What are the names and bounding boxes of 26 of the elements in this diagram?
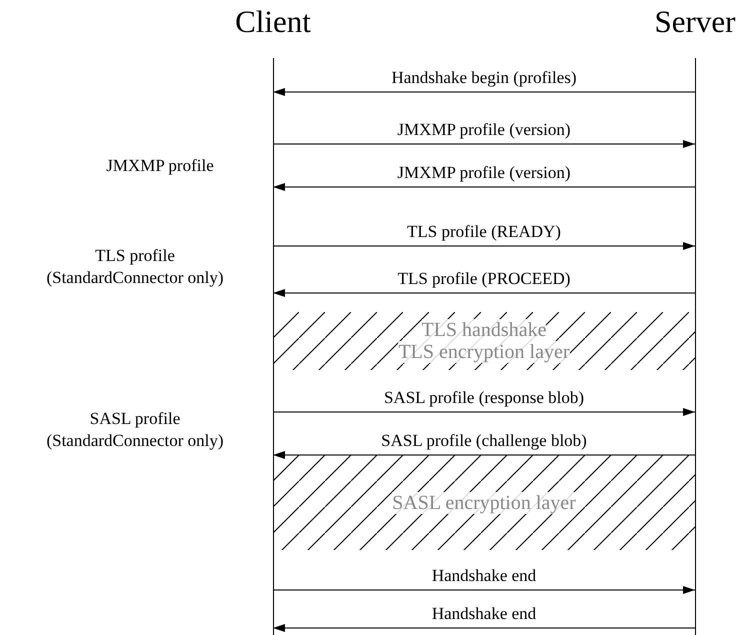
message-label: TLS profile (READY) bbox=[407, 222, 561, 242]
message-arrow bbox=[272, 586, 696, 594]
hatched-band bbox=[273, 455, 695, 550]
participant-name: Client bbox=[234, 4, 312, 40]
message-arrow bbox=[272, 289, 696, 297]
message-label: Handshake end bbox=[432, 604, 536, 624]
band-text: SASL encryption layer bbox=[392, 492, 576, 514]
band-text: TLS handshake bbox=[422, 319, 546, 341]
message-arrow bbox=[272, 242, 696, 250]
message-label: JMXMP profile (version) bbox=[397, 163, 571, 183]
phase-label: JMXMP profile bbox=[105, 155, 215, 177]
phase-label: SASL profile (StandardConnector only) bbox=[45, 408, 225, 452]
message-arrow bbox=[272, 88, 696, 96]
message-arrow bbox=[272, 140, 696, 148]
message-label: SASL profile (challenge blob) bbox=[381, 431, 587, 451]
phase-label: TLS profile (StandardConnector only) bbox=[45, 245, 225, 289]
message-label: TLS profile (PROCEED) bbox=[398, 269, 570, 289]
band-text: TLS encryption layer bbox=[398, 341, 570, 363]
message-label: Handshake end bbox=[432, 566, 536, 586]
message-label: JMXMP profile (version) bbox=[397, 120, 571, 140]
message-label: SASL profile (response blob) bbox=[384, 388, 584, 408]
message-arrow bbox=[272, 408, 696, 416]
message-arrow bbox=[272, 183, 696, 191]
message-label: Handshake begin (profiles) bbox=[391, 68, 577, 88]
message-arrow bbox=[272, 624, 696, 632]
participant-name: Server bbox=[654, 4, 736, 40]
